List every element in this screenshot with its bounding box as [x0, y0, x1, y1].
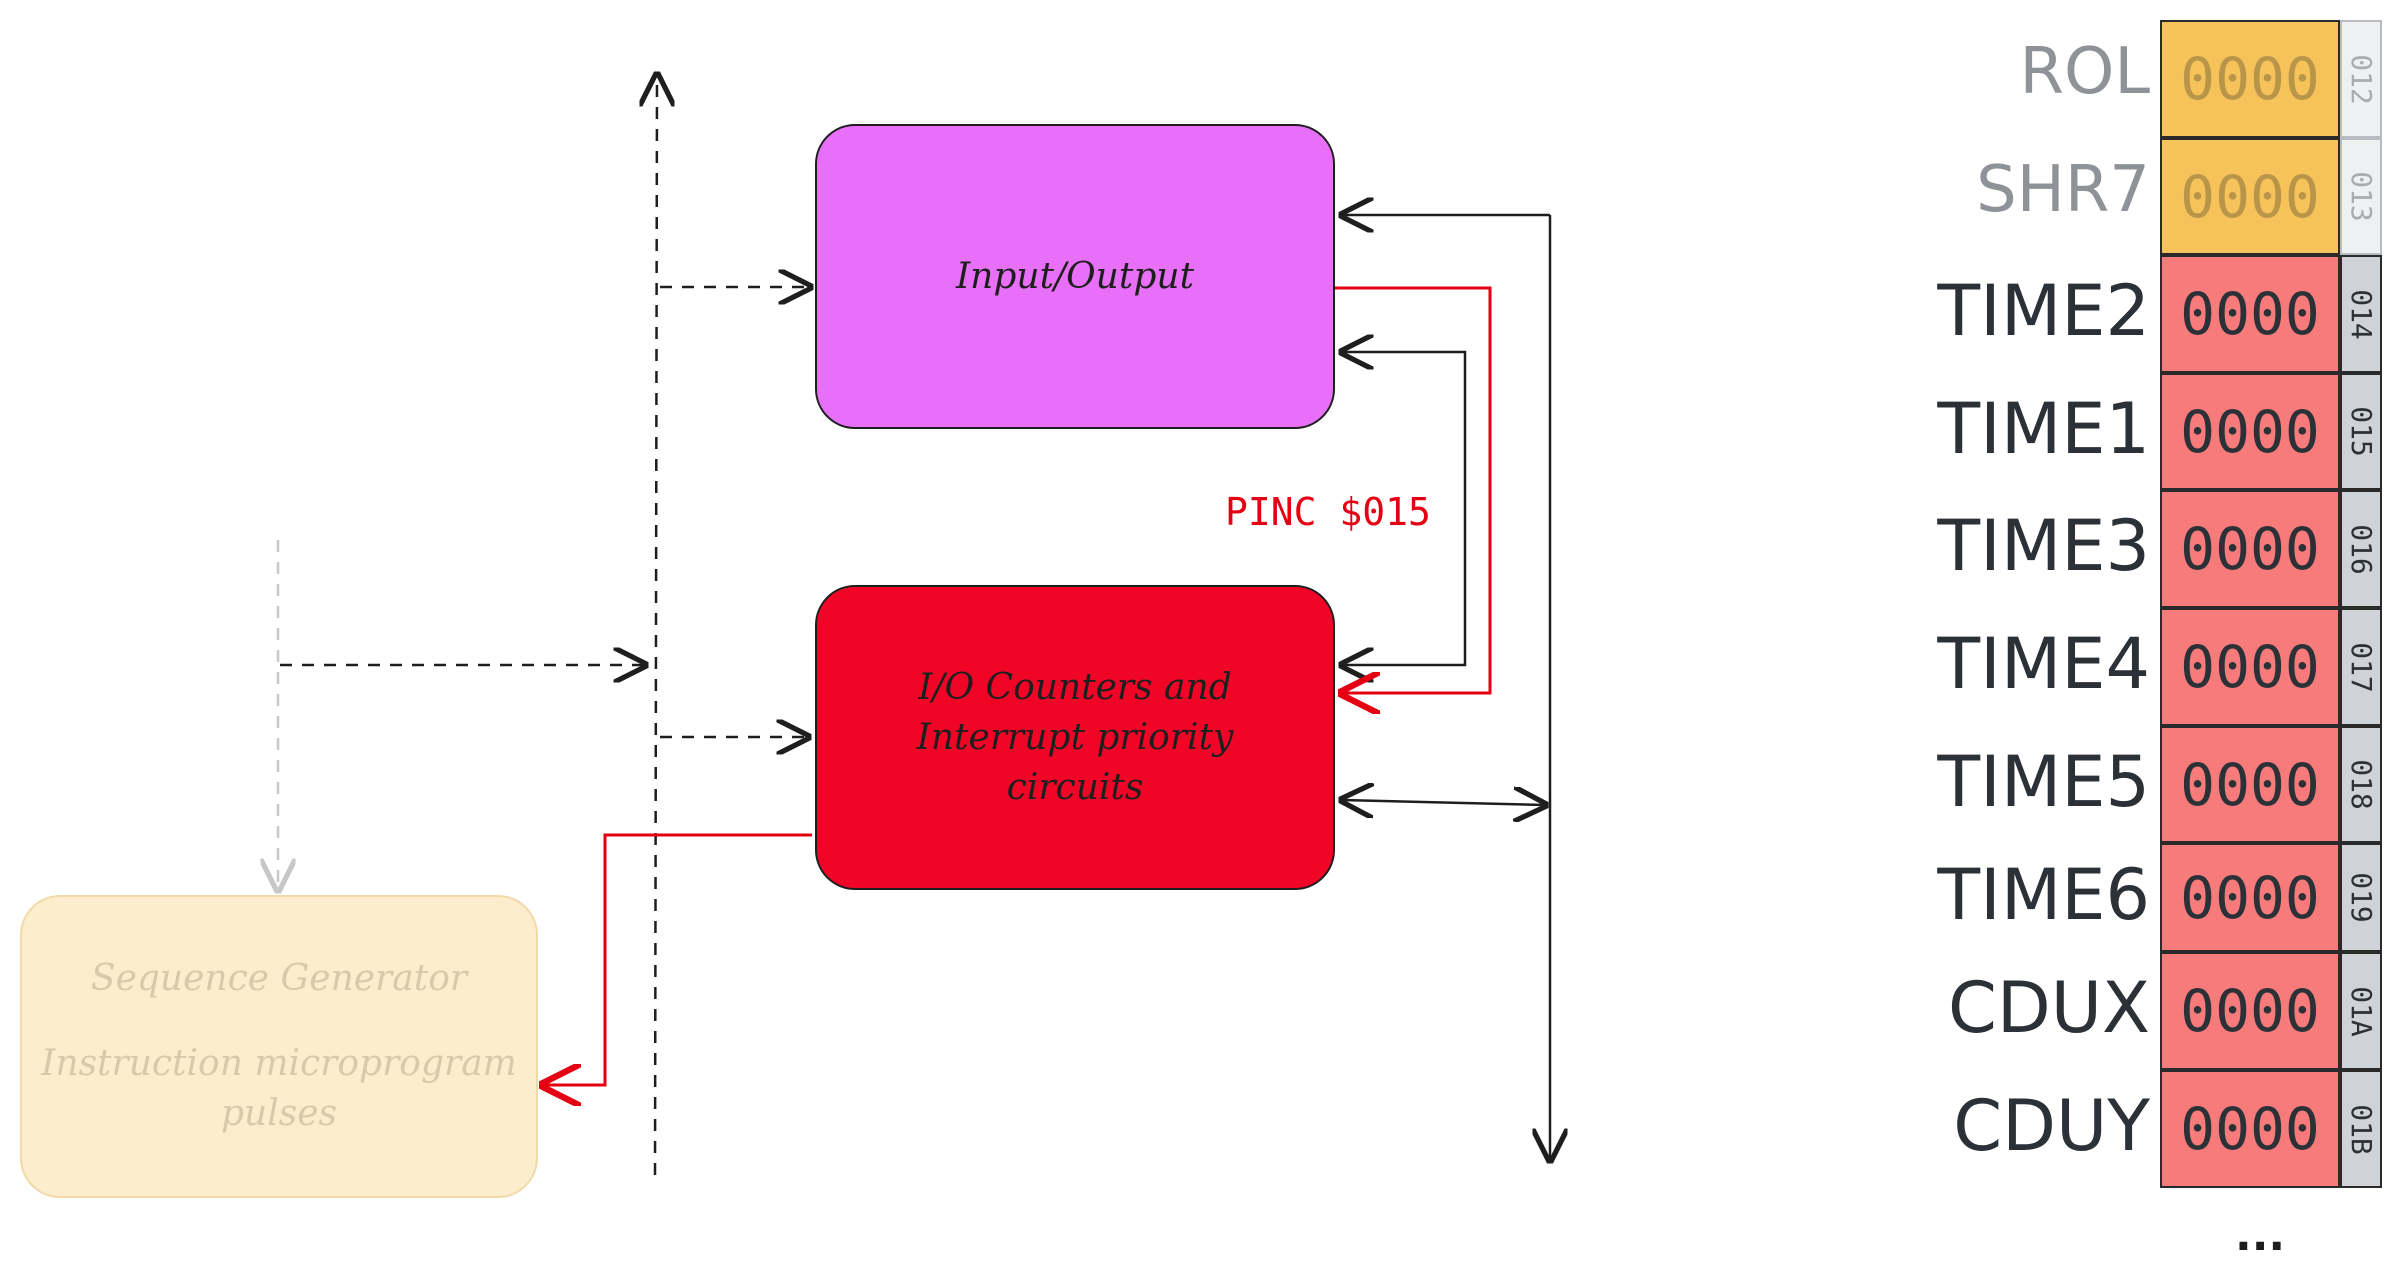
register-address-cell: 012: [2340, 20, 2382, 138]
register-name: SHR7: [1976, 152, 2150, 227]
register-value-cell: 0000: [2160, 952, 2340, 1070]
register-address: 01A: [2344, 985, 2378, 1037]
register-address-cell: 01A: [2340, 952, 2382, 1070]
register-value-cell: 0000: [2160, 843, 2340, 952]
sequence-generator-box: Sequence Generator Instruction microprog…: [20, 895, 538, 1198]
register-value: 0000: [2180, 515, 2320, 583]
register-name: CDUX: [1948, 967, 2150, 1049]
register-name: TIME3: [1937, 505, 2150, 587]
more-registers-indicator: ...: [2235, 1210, 2286, 1261]
register-address-cell: 018: [2340, 726, 2382, 843]
register-name: TIME1: [1937, 387, 2150, 470]
register-name: TIME4: [1937, 623, 2150, 705]
register-address: 019: [2344, 872, 2378, 923]
register-value: 0000: [2180, 633, 2320, 701]
register-address-cell: 01B: [2340, 1070, 2382, 1188]
register-value: 0000: [2180, 45, 2320, 113]
register-value-cell: 0000: [2160, 20, 2340, 138]
register-value: 0000: [2180, 863, 2320, 932]
register-address: 01B: [2344, 1103, 2378, 1155]
register-value: 0000: [2180, 162, 2320, 231]
io-counters-box: I/O Counters and Interrupt priority circ…: [815, 585, 1335, 890]
counters-to-io-loop: [1342, 352, 1467, 665]
sequence-generator-label: Sequence Generator: [90, 958, 468, 999]
io-counters-label-line1: I/O Counters and: [918, 666, 1232, 708]
input-output-label: Input/Output: [955, 256, 1195, 297]
register-address-cell: 016: [2340, 490, 2382, 608]
register-value: 0000: [2180, 750, 2320, 819]
register-value-cell: 0000: [2160, 726, 2340, 843]
register-address-cell: 015: [2340, 373, 2382, 490]
register-name: ROL: [2019, 35, 2151, 109]
register-address-cell: 014: [2340, 255, 2382, 373]
register-value-cell: 0000: [2160, 255, 2340, 373]
register-value: 0000: [2180, 1095, 2320, 1163]
pinc-red-arrow: [1335, 286, 1492, 693]
register-name: TIME5: [1937, 740, 2150, 823]
io-counters-label-line3: circuits: [1006, 766, 1144, 808]
counters-bus-bidirectional-arrow: [1342, 800, 1545, 805]
register-address-cell: 017: [2340, 608, 2382, 726]
register-address: 015: [2344, 406, 2378, 457]
io-counters-label-line2: Interrupt priority: [916, 716, 1234, 758]
register-address: 013: [2344, 171, 2378, 222]
microprogram-label-line1: Instruction microprogram: [41, 1043, 517, 1084]
register-value: 0000: [2180, 397, 2320, 466]
control-bus-line: [655, 75, 657, 1176]
register-address-cell: 019: [2340, 843, 2382, 952]
register-value-cell: 0000: [2160, 373, 2340, 490]
register-value-cell: 0000: [2160, 138, 2340, 255]
register-address: 017: [2344, 641, 2378, 693]
microprogram-label-line2: pulses: [221, 1093, 337, 1134]
register-value-cell: 0000: [2160, 1070, 2340, 1188]
register-name: TIME6: [1937, 853, 2150, 936]
register-address: 016: [2344, 523, 2378, 575]
register-value: 0000: [2180, 977, 2320, 1045]
input-output-box: Input/Output: [815, 124, 1335, 429]
register-name: TIME2: [1937, 270, 2150, 352]
register-address: 014: [2344, 288, 2378, 340]
counters-to-sequence-red-arrow: [543, 833, 812, 1085]
register-name: CDUY: [1953, 1085, 2150, 1167]
register-address: 018: [2344, 759, 2378, 810]
register-address-cell: 013: [2340, 138, 2382, 255]
pinc-label: PINC $015: [1225, 490, 1431, 534]
register-value-cell: 0000: [2160, 490, 2340, 608]
register-value-cell: 0000: [2160, 608, 2340, 726]
register-value: 0000: [2180, 280, 2320, 348]
register-address: 012: [2344, 53, 2378, 105]
